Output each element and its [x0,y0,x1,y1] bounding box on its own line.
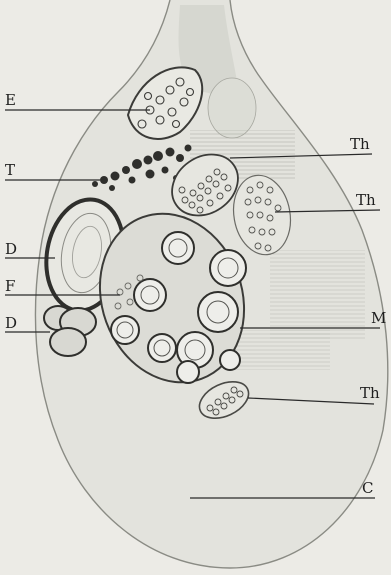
stalk-bulb [208,78,256,138]
label-d-lower: D [5,316,17,331]
hatched-band-right [270,250,365,340]
hatched-band-mid [230,330,330,370]
label-e: E [5,93,16,108]
label-th-upper: Th [350,137,370,152]
label-th-right: Th [356,193,376,208]
label-t: T [5,163,15,178]
label-d-upper: D [5,242,17,257]
label-c: C [362,481,373,496]
label-th-lower: Th [360,386,380,401]
label-m: M [371,311,386,326]
label-f: F [5,279,15,294]
